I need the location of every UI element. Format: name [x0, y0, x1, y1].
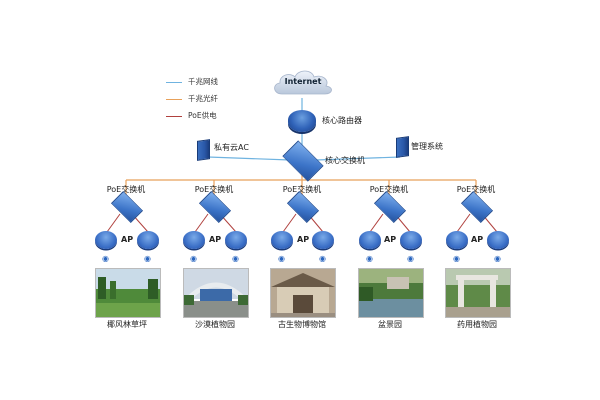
- wifi-signal-icon: ◉: [144, 254, 151, 263]
- site-photo-bonsai-garden: [358, 268, 424, 318]
- legend-label-copper: 千兆网线: [188, 77, 218, 86]
- ap-label: AP: [471, 235, 484, 244]
- ap-label: AP: [209, 235, 222, 244]
- ap-icon: [400, 231, 422, 249]
- wifi-signal-icon: ◉: [453, 254, 460, 263]
- internet-label: Internet: [284, 77, 322, 86]
- legend-line-copper: [166, 82, 182, 83]
- ap-label: AP: [297, 235, 310, 244]
- site-label: 古生物博物馆: [278, 320, 326, 329]
- management-system-icon: [396, 136, 409, 158]
- wifi-signal-icon: ◉: [102, 254, 109, 263]
- site-label: 药用植物园: [457, 320, 497, 329]
- core-switch-label: 核心交换机: [325, 156, 365, 165]
- ap-icon: [225, 231, 247, 249]
- core-router-label: 核心路由器: [322, 116, 362, 125]
- site-label: 椰风林草坪: [107, 320, 147, 329]
- wifi-signal-icon: ◉: [319, 254, 326, 263]
- legend-line-fiber: [166, 99, 182, 100]
- ap-icon: [271, 231, 293, 249]
- management-system-label: 管理系统: [411, 142, 443, 151]
- private-cloud-ac-label: 私有云AC: [214, 143, 249, 152]
- poe-switch-label: PoE交换机: [369, 185, 409, 194]
- site-photo-desert-garden: [183, 268, 249, 318]
- site-photo-paleontology-museum: [270, 268, 336, 318]
- ap-label: AP: [384, 235, 397, 244]
- site-photo-medicinal-garden: [445, 268, 511, 318]
- poe-switch-label: PoE交换机: [282, 185, 322, 194]
- site-label: 沙漠植物园: [195, 320, 235, 329]
- ap-icon: [359, 231, 381, 249]
- wifi-signal-icon: ◉: [366, 254, 373, 263]
- ap-icon: [137, 231, 159, 249]
- ap-icon: [95, 231, 117, 249]
- legend-line-poe: [166, 116, 182, 117]
- wifi-signal-icon: ◉: [278, 254, 285, 263]
- ap-icon: [312, 231, 334, 249]
- wifi-signal-icon: ◉: [407, 254, 414, 263]
- poe-switch-label: PoE交换机: [106, 185, 146, 194]
- legend-label-fiber: 千兆光纤: [188, 94, 218, 103]
- poe-switch-label: PoE交换机: [456, 185, 496, 194]
- link-ac-core: [207, 156, 291, 161]
- core-router-icon: [288, 110, 316, 132]
- poe-switch-label: PoE交换机: [194, 185, 234, 194]
- ap-icon: [183, 231, 205, 249]
- link-mgmt-core: [315, 156, 401, 161]
- site-label: 盆景园: [378, 320, 402, 329]
- site-photo-coconut-lawn: [95, 268, 161, 318]
- legend-label-poe: PoE供电: [188, 111, 217, 120]
- ap-icon: [487, 231, 509, 249]
- ap-label: AP: [121, 235, 134, 244]
- internet-cloud-icon: Internet: [270, 66, 336, 98]
- wifi-signal-icon: ◉: [494, 254, 501, 263]
- ap-icon: [446, 231, 468, 249]
- wifi-signal-icon: ◉: [190, 254, 197, 263]
- wifi-signal-icon: ◉: [232, 254, 239, 263]
- private-cloud-ac-icon: [197, 139, 210, 161]
